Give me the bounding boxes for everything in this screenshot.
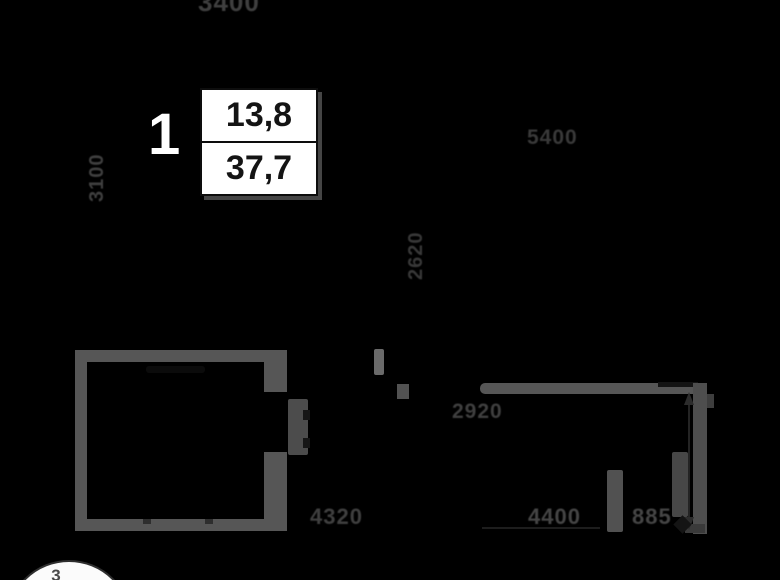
floor-indicator-badge: 3: [6, 560, 132, 580]
area-info-box: 13,8 37,7: [200, 88, 318, 196]
dimension-hall-width: 885: [632, 504, 672, 529]
wall-room-right-upper: [264, 350, 287, 392]
dimension-kitchen-height: 2920: [452, 400, 503, 423]
wall-room-bottom: [75, 519, 287, 531]
wall-stub-hall-lower: [397, 384, 409, 399]
dimension-room-width: 4320: [310, 504, 363, 529]
wall-kitchen-right: [693, 383, 707, 534]
dimension-arrow-up-icon: [684, 392, 694, 405]
door-leaf-kitchen: [607, 470, 623, 532]
unit-number: 1: [148, 102, 181, 167]
wall-notch: [143, 519, 151, 524]
door-hinge-mark-bottom: [303, 438, 310, 448]
wall-room-left: [75, 350, 87, 531]
wall-room-top: [75, 350, 287, 362]
floor-indicator-label: 3: [51, 566, 61, 580]
wall-notch: [205, 519, 213, 524]
dimension-line-vertical: [688, 396, 690, 526]
wall-room-right-lower: [264, 452, 287, 531]
wall-stub-outer-right: [707, 394, 714, 408]
dimension-line-kitchen-width: [482, 527, 600, 529]
door-hinge-mark-top: [303, 410, 310, 420]
window-kitchen: [658, 382, 698, 387]
room-area-value: 13,8: [225, 96, 293, 134]
dimension-center-vertical: 2620: [405, 231, 427, 281]
door-leaf-bathroom: [672, 452, 688, 517]
total-area-value: 37,7: [202, 141, 316, 194]
dimension-top: 3400: [198, 0, 260, 17]
wall-kitchen-top: [480, 383, 707, 394]
window-room: [146, 366, 205, 373]
wall-stub-hall-upper: [374, 349, 384, 375]
wall-kitchen-right-foot: [685, 524, 705, 533]
dimension-kitchen-width: 4400: [528, 504, 581, 529]
dimension-left-vertical: 3100: [86, 153, 108, 203]
dimension-right: 5400: [527, 126, 578, 149]
